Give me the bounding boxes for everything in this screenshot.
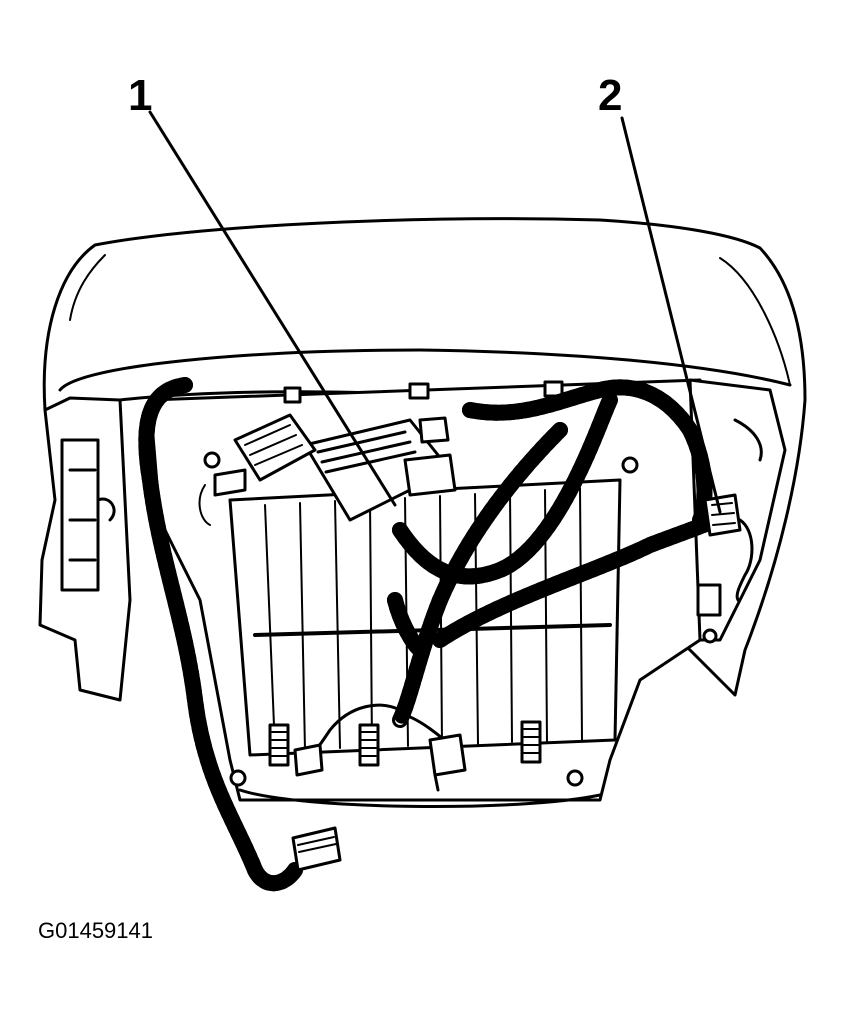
harness-end-connector <box>291 826 342 872</box>
seat-pan-frame <box>148 378 702 808</box>
right-side-connector <box>703 493 754 602</box>
left-connector-block <box>198 413 317 526</box>
figure-id: G01459141 <box>38 918 153 943</box>
callout-label-1: 1 <box>128 71 152 120</box>
leader-line-1 <box>148 110 397 507</box>
callout-leaders <box>148 110 722 514</box>
front-connectors <box>293 733 467 792</box>
callout-label-2: 2 <box>598 71 622 120</box>
control-module <box>303 416 457 522</box>
left-seat-track <box>38 396 132 702</box>
leader-line-2 <box>620 116 722 514</box>
